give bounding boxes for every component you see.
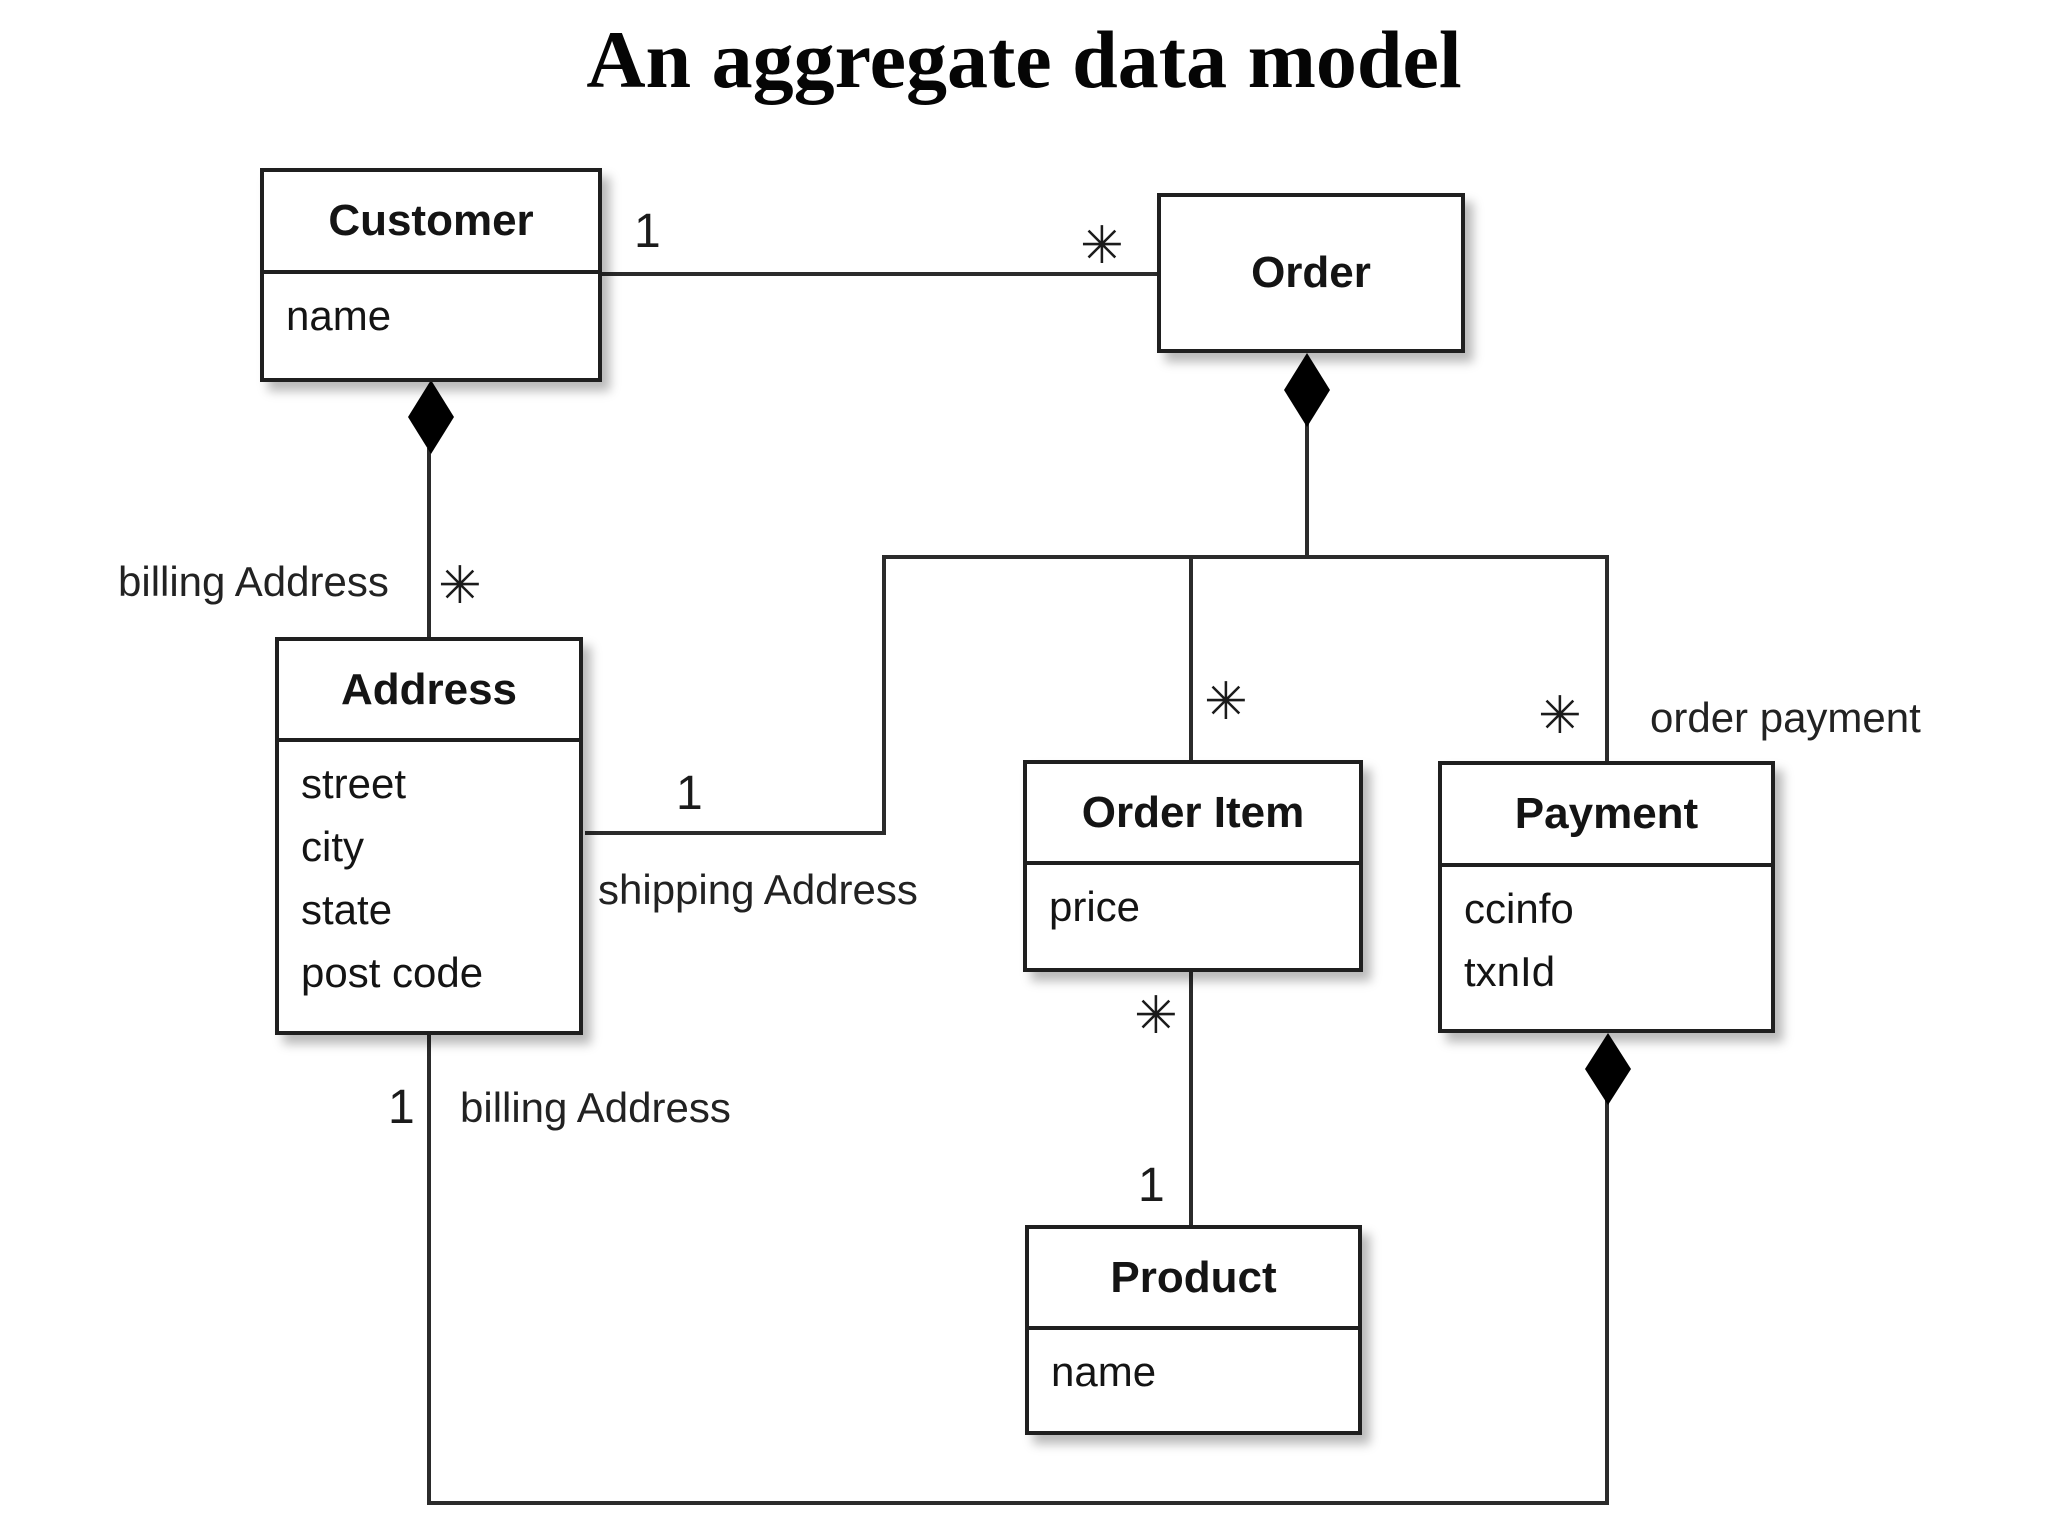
edge-payment-billing-vertical — [1605, 1098, 1609, 1505]
multiplicity-product-many: ✳ — [1134, 986, 1178, 1046]
class-box-order: Order — [1157, 193, 1465, 353]
edge-billing-bottom-horizontal — [427, 1501, 1609, 1505]
attribute-address-city: city — [301, 823, 364, 870]
class-name-address: Address — [279, 641, 579, 742]
edge-shipping-address-horizontal — [585, 831, 886, 835]
edge-customer-billing-address — [427, 448, 431, 641]
edge-order-stem — [1305, 424, 1309, 559]
attributes-order-item: price — [1027, 865, 1359, 938]
class-name-order: Order — [1251, 248, 1371, 297]
multiplicity-customer-one: 1 — [634, 205, 661, 258]
association-label-shipping-address: shipping Address — [598, 866, 918, 913]
attributes-address: street city state post code — [279, 742, 579, 1004]
attributes-product: name — [1029, 1330, 1358, 1403]
diagram-title: An aggregate data model — [586, 14, 1462, 105]
class-box-product: Product name — [1025, 1225, 1362, 1435]
attribute-payment-ccinfo: ccinfo — [1464, 885, 1574, 932]
multiplicity-order-many: ✳ — [1080, 216, 1124, 276]
attributes-payment: ccinfo txnId — [1442, 867, 1771, 1003]
class-box-address: Address street city state post code — [275, 637, 583, 1035]
class-name-order-item: Order Item — [1027, 764, 1359, 865]
edge-order-payment-vertical — [1605, 555, 1609, 765]
edge-order-orderitem-vertical — [1189, 555, 1193, 764]
composition-diamond-order — [1284, 353, 1330, 427]
multiplicity-order-item-many: ✳ — [1204, 672, 1248, 732]
multiplicity-billing-address-many: ✳ — [438, 556, 482, 616]
attribute-address-state: state — [301, 886, 393, 933]
multiplicity-billing-address-bottom-one: 1 — [388, 1081, 415, 1134]
class-name-product: Product — [1029, 1229, 1358, 1330]
multiplicity-product-one: 1 — [1138, 1159, 1165, 1212]
class-box-customer: Customer name — [260, 168, 602, 382]
attribute-product-name: name — [1051, 1348, 1157, 1395]
edge-address-billing-vertical — [427, 1031, 431, 1505]
attributes-customer: name — [264, 274, 598, 347]
edge-customer-order — [602, 272, 1159, 276]
association-label-billing-address-top: billing Address — [118, 558, 389, 605]
edge-order-branch-horizontal — [882, 555, 1609, 559]
attribute-payment-txnid: txnId — [1464, 948, 1556, 995]
association-label-billing-address-bottom: billing Address — [460, 1084, 731, 1131]
class-box-order-item: Order Item price — [1023, 760, 1363, 972]
multiplicity-shipping-address-one: 1 — [676, 767, 703, 820]
attribute-address-postcode: post code — [301, 949, 484, 996]
class-name-customer: Customer — [264, 172, 598, 274]
attribute-customer-name: name — [286, 292, 392, 339]
attribute-orderitem-price: price — [1049, 883, 1141, 930]
multiplicity-order-payment-many: ✳ — [1538, 686, 1582, 746]
edge-orderitem-product — [1189, 968, 1193, 1229]
class-name-payment: Payment — [1442, 765, 1771, 867]
composition-diamond-customer — [408, 380, 454, 454]
association-label-order-payment: order payment — [1650, 694, 1921, 741]
edge-shipping-branch-vertical — [882, 555, 886, 835]
class-box-payment: Payment ccinfo txnId — [1438, 761, 1775, 1033]
attribute-address-street: street — [301, 760, 407, 807]
composition-diamond-payment — [1585, 1033, 1631, 1105]
